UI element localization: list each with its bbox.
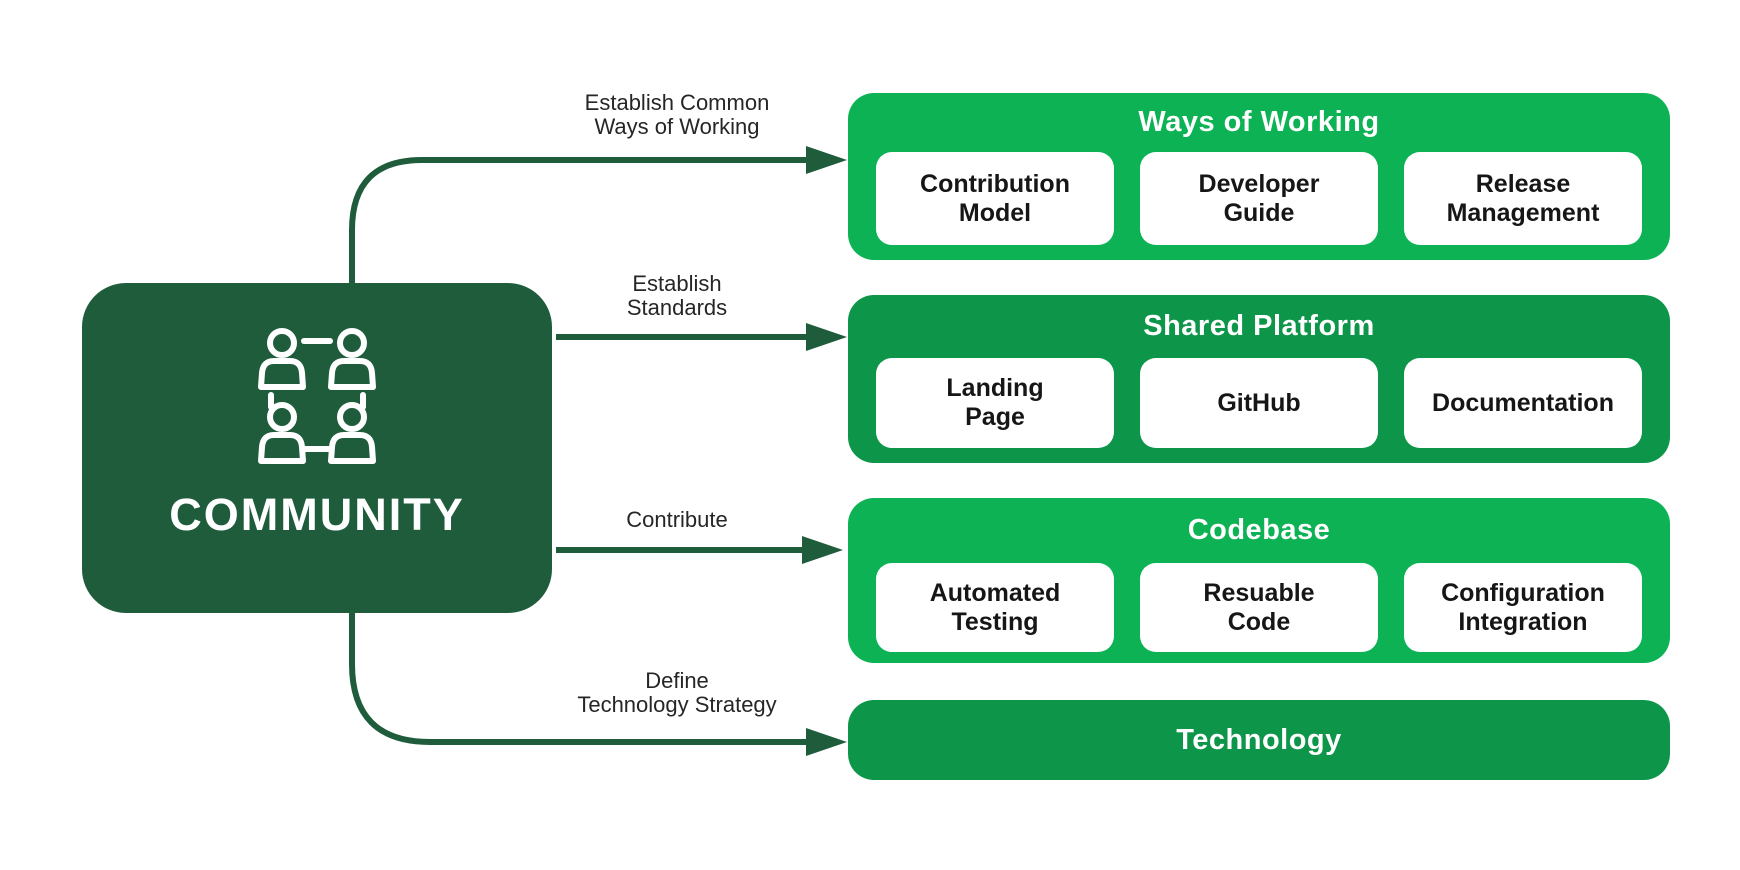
item-automated-testing: Automated Testing xyxy=(876,563,1114,652)
arrow-shared-platform xyxy=(556,323,847,351)
arrow-label-contribute: Contribute xyxy=(626,507,728,532)
item-github: GitHub xyxy=(1140,358,1378,448)
item-documentation: Documentation xyxy=(1404,358,1642,448)
community-label: COMMUNITY xyxy=(169,489,465,540)
community-people-icon xyxy=(258,328,376,464)
group-items: Automated Testing Resuable Code Configur… xyxy=(848,563,1670,663)
group-items: Contribution Model Developer Guide Relea… xyxy=(848,152,1670,260)
community-node: COMMUNITY xyxy=(82,283,552,613)
arrow-label-define-technology-strategy: Define Technology Strategy xyxy=(577,668,777,717)
group-title: Ways of Working xyxy=(1138,106,1380,138)
group-items: Landing Page GitHub Documentation xyxy=(848,358,1670,463)
arrowhead-icon xyxy=(802,536,843,564)
item-configuration-integration: Configuration Integration xyxy=(1404,563,1642,652)
arrowhead-icon xyxy=(806,323,847,351)
item-contribution-model: Contribution Model xyxy=(876,152,1114,245)
arrowhead-icon xyxy=(806,146,847,174)
group-title: Shared Platform xyxy=(1143,310,1375,342)
group-shared-platform: Shared Platform Landing Page GitHub Docu… xyxy=(848,295,1670,463)
arrow-technology xyxy=(349,613,847,756)
arrow-ways-of-working xyxy=(349,146,847,283)
item-resuable-code: Resuable Code xyxy=(1140,563,1378,652)
item-developer-guide: Developer Guide xyxy=(1140,152,1378,245)
group-title: Codebase xyxy=(1187,514,1331,546)
item-release-management: Release Management xyxy=(1404,152,1642,245)
group-technology: Technology xyxy=(848,700,1670,780)
group-ways-of-working: Ways of Working Contribution Model Devel… xyxy=(848,93,1670,260)
arrow-label-establish-common-ways-of-working: Establish Common Ways of Working xyxy=(584,90,770,139)
group-title: Technology xyxy=(1176,723,1342,756)
arrow-label-establish-standards: Establish Standards xyxy=(626,271,728,320)
arrowhead-icon xyxy=(806,728,847,756)
arrow-codebase xyxy=(556,536,843,564)
item-landing-page: Landing Page xyxy=(876,358,1114,448)
group-codebase: Codebase Automated Testing Resuable Code… xyxy=(848,498,1670,663)
